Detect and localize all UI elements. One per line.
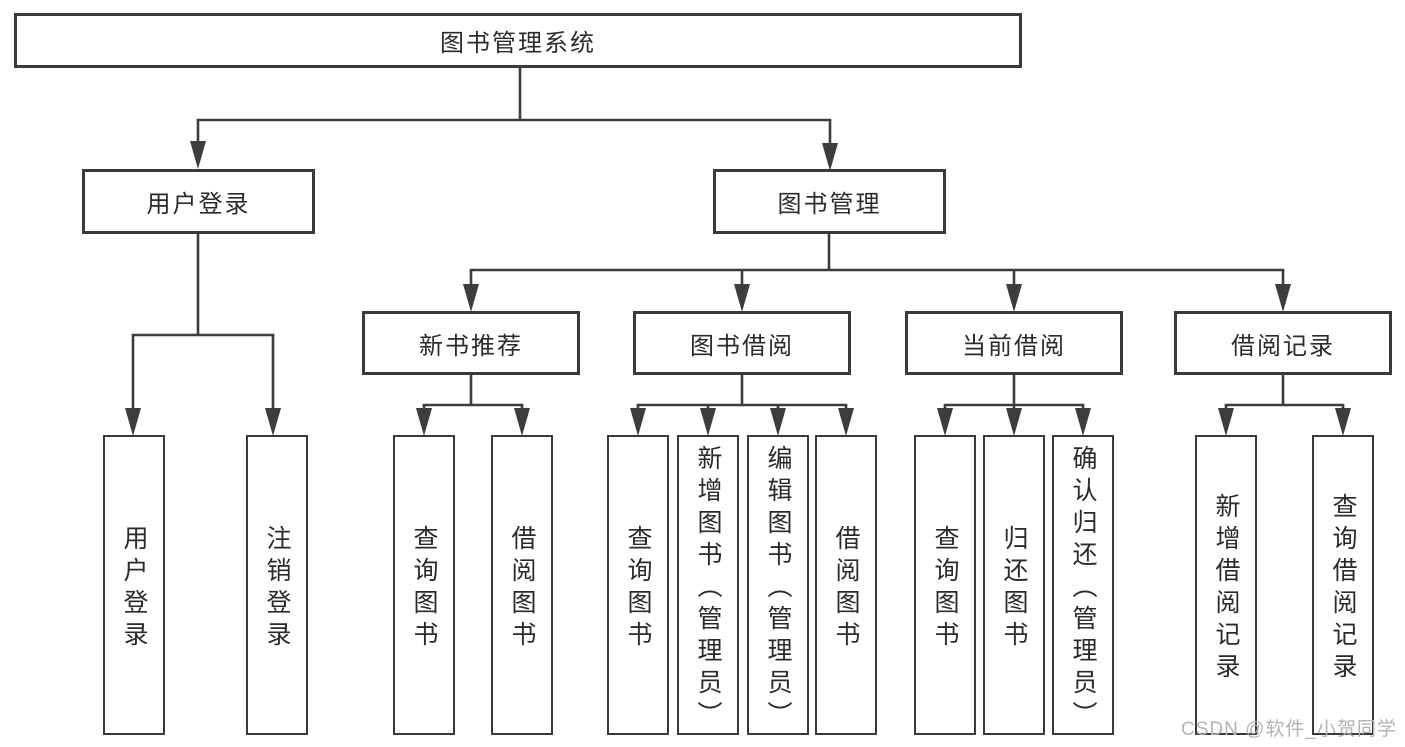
leaf-query-borrow-record: 查询借阅记录 (1312, 435, 1374, 735)
leaf-label: 归还图书 (1000, 524, 1028, 653)
leaf-label: 借阅图书 (832, 524, 860, 653)
leaf-add-books-admin: 新增图书（管理员） (677, 435, 739, 735)
leaf-borrow-books-recommend: 借阅图书 (491, 435, 553, 735)
leaf-label: 确认归还（管理员） (1069, 444, 1097, 733)
leaf-label: 新增图书（管理员） (694, 444, 722, 733)
node-label: 图书管理系统 (440, 30, 596, 57)
leaf-confirm-return-admin: 确认归还（管理员） (1052, 435, 1114, 735)
leaf-label: 新增借阅记录 (1212, 492, 1240, 685)
node-user-login: 用户登录 (82, 169, 315, 234)
csdn-watermark: CSDN @软件_小贺同学 (1181, 719, 1397, 740)
node-book-management: 图书管理 (713, 169, 946, 234)
leaf-label: 查询图书 (624, 524, 652, 653)
leaf-label: 查询图书 (410, 524, 438, 653)
leaf-label: 查询图书 (931, 524, 959, 653)
leaf-add-borrow-record: 新增借阅记录 (1195, 435, 1257, 735)
node-borrowing-records: 借阅记录 (1174, 311, 1392, 375)
node-label: 当前借阅 (962, 332, 1066, 360)
leaf-borrow-books: 借阅图书 (815, 435, 877, 735)
leaf-label: 编辑图书（管理员） (764, 444, 792, 733)
leaf-return-books: 归还图书 (983, 435, 1045, 735)
node-label: 图书借阅 (690, 332, 794, 360)
leaf-label: 用户登录 (120, 524, 148, 653)
node-label: 借阅记录 (1231, 332, 1335, 360)
node-library-management-system: 图书管理系统 (14, 13, 1022, 68)
leaf-user-login: 用户登录 (103, 435, 165, 735)
node-label: 图书管理 (777, 191, 882, 218)
leaf-query-books-current: 查询图书 (914, 435, 976, 735)
leaf-label: 查询借阅记录 (1329, 492, 1357, 685)
leaf-logout: 注销登录 (246, 435, 308, 735)
node-book-borrowing: 图书借阅 (633, 311, 851, 375)
leaf-label: 注销登录 (263, 524, 291, 653)
node-label: 用户登录 (146, 191, 251, 218)
node-new-book-recommendation: 新书推荐 (362, 311, 580, 375)
node-current-borrowing: 当前借阅 (905, 311, 1123, 375)
leaf-label: 借阅图书 (508, 524, 536, 653)
leaf-query-books-recommend: 查询图书 (393, 435, 455, 735)
node-label: 新书推荐 (419, 332, 523, 360)
leaf-query-books-borrow: 查询图书 (607, 435, 669, 735)
leaf-edit-books-admin: 编辑图书（管理员） (747, 435, 809, 735)
